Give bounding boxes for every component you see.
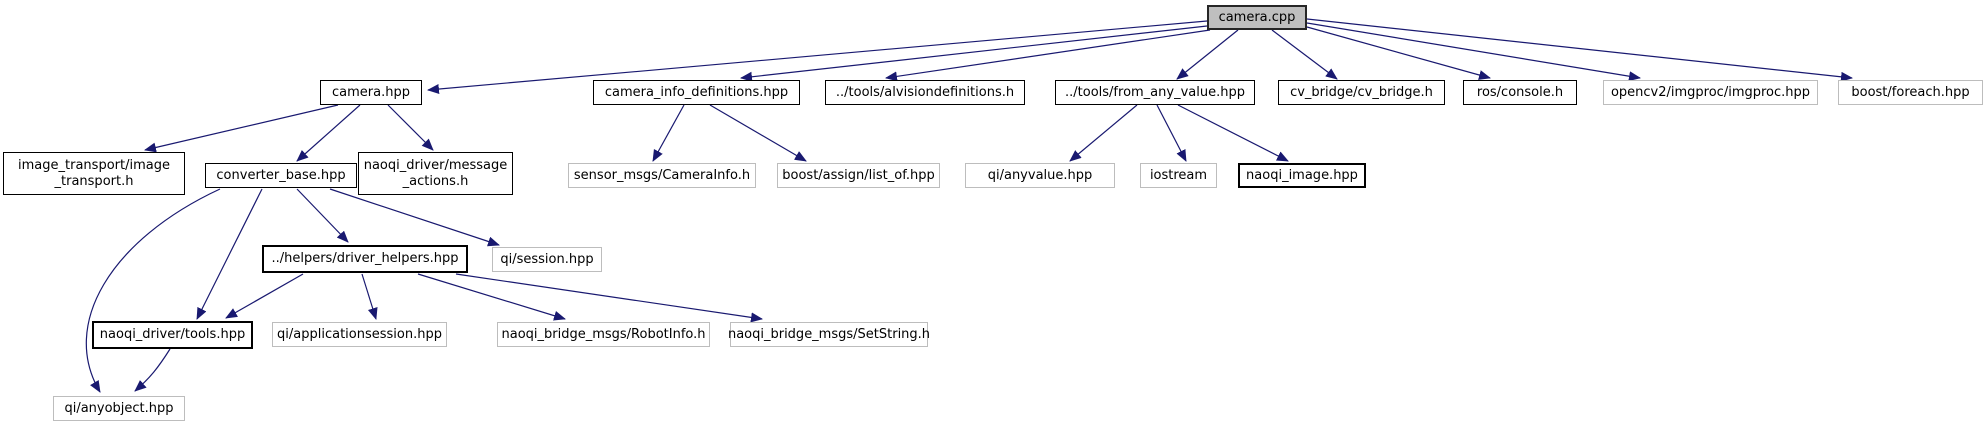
node-label: iostream: [1149, 167, 1208, 183]
node-label: qi/applicationsession.hpp: [277, 326, 442, 342]
node-label: qi/anyobject.hpp: [64, 400, 174, 416]
edge-camera_cpp-to-ros_console: [1306, 26, 1491, 80]
node-label: camera.hpp: [332, 84, 410, 100]
edge-driver_helpers-to-setstring: [455, 273, 763, 323]
node-label: naoqi_image.hpp: [1246, 167, 1358, 183]
node-converter_base[interactable]: converter_base.hpp: [205, 163, 357, 188]
node-camera_info_definitions[interactable]: camera_info_definitions.hpp: [593, 80, 800, 105]
edge-camera_cpp-to-from_any_value: [1176, 29, 1239, 80]
edge-converter_base-to-naoqi_tools: [196, 188, 263, 320]
node-label: _actions.h: [402, 173, 469, 189]
node-label: naoqi_bridge_msgs/RobotInfo.h: [501, 326, 706, 342]
node-label: naoqi_driver/message: [363, 157, 508, 173]
node-label: ../tools/alvisiondefinitions.h: [835, 84, 1015, 100]
edge-from_any_value-to-naoqi_image: [1177, 104, 1289, 162]
edge-camera_cpp-to-camera_hpp: [427, 20, 1208, 95]
node-label: camera.cpp: [1218, 9, 1296, 25]
edge-from_any_value-to-iostream: [1156, 104, 1187, 162]
node-label: sensor_msgs/CameraInfo.h: [573, 167, 751, 183]
edge-driver_helpers-to-naoqi_tools: [225, 273, 304, 319]
node-label: camera_info_definitions.hpp: [604, 84, 789, 100]
edge-driver_helpers-to-robotinfo: [417, 273, 566, 321]
node-camera_cpp: camera.cpp: [1207, 5, 1307, 30]
edge-from_any_value-to-qi_anyvalue: [1069, 104, 1138, 162]
node-label: boost/foreach.hpp: [1851, 84, 1970, 100]
node-label: naoqi_bridge_msgs/SetString.h: [727, 326, 931, 342]
node-naoqi_tools[interactable]: naoqi_driver/tools.hpp: [92, 321, 253, 349]
node-from_any_value[interactable]: ../tools/from_any_value.hpp: [1055, 80, 1255, 105]
node-alvisiondefinitions[interactable]: ../tools/alvisiondefinitions.h: [825, 80, 1025, 105]
edge-camera_cpp-to-opencv2_imgproc: [1306, 22, 1641, 82]
edge-naoqi_tools-to-qi_anyobject: [134, 348, 171, 392]
edge-camera_hpp-to-message_actions: [387, 104, 434, 151]
node-label: converter_base.hpp: [216, 167, 346, 183]
node-robotinfo: naoqi_bridge_msgs/RobotInfo.h: [497, 322, 710, 347]
node-boost_foreach: boost/foreach.hpp: [1838, 80, 1983, 105]
edge-driver_helpers-to-qi_applicationsession: [361, 273, 378, 320]
node-label: ../helpers/driver_helpers.hpp: [271, 251, 459, 266]
edge-converter_base-to-qi_anyobject: [85, 188, 221, 393]
node-label: naoqi_driver/tools.hpp: [99, 327, 246, 342]
node-image_transport[interactable]: image_transport/image_transport.h: [3, 152, 185, 195]
edge-camera_cpp-to-alvisiondefinitions: [885, 29, 1211, 82]
node-label: image_transport/image: [18, 157, 170, 173]
node-ros_console[interactable]: ros/console.h: [1463, 80, 1577, 105]
node-label: ros/console.h: [1476, 84, 1564, 100]
edge-camera_cpp-to-camera_info_definitions: [740, 25, 1208, 82]
edge-camera_cpp-to-boost_foreach: [1306, 18, 1853, 82]
node-qi_anyvalue: qi/anyvalue.hpp: [965, 163, 1115, 188]
edge-camera_info_definitions-to-sensor_msgs_camerainfo: [652, 104, 685, 162]
node-qi_applicationsession: qi/applicationsession.hpp: [272, 322, 447, 347]
node-camera_hpp[interactable]: camera.hpp: [320, 80, 422, 105]
node-qi_session: qi/session.hpp: [492, 247, 602, 272]
edge-converter_base-to-qi_session: [329, 188, 500, 247]
node-label: _transport.h: [54, 173, 134, 189]
node-boost_assign_list_of: boost/assign/list_of.hpp: [777, 163, 940, 188]
node-iostream: iostream: [1140, 163, 1217, 188]
node-opencv2_imgproc: opencv2/imgproc/imgproc.hpp: [1603, 80, 1818, 105]
node-label: ../tools/from_any_value.hpp: [1065, 84, 1245, 100]
node-cv_bridge[interactable]: cv_bridge/cv_bridge.h: [1278, 80, 1445, 105]
node-label: opencv2/imgproc/imgproc.hpp: [1610, 84, 1811, 100]
edge-camera_cpp-to-cv_bridge: [1271, 29, 1338, 80]
edge-camera_info_definitions-to-boost_assign_list_of: [709, 104, 807, 162]
node-qi_anyobject: qi/anyobject.hpp: [53, 396, 185, 421]
node-setstring: naoqi_bridge_msgs/SetString.h: [727, 322, 931, 347]
edge-camera_hpp-to-image_transport: [144, 104, 339, 153]
node-label: boost/assign/list_of.hpp: [782, 167, 935, 183]
node-sensor_msgs_camerainfo: sensor_msgs/CameraInfo.h: [568, 163, 756, 188]
node-label: cv_bridge/cv_bridge.h: [1290, 84, 1433, 100]
node-label: qi/session.hpp: [500, 251, 594, 267]
node-driver_helpers[interactable]: ../helpers/driver_helpers.hpp: [262, 245, 468, 273]
edge-camera_hpp-to-converter_base: [296, 104, 361, 162]
node-label: qi/anyvalue.hpp: [987, 167, 1093, 183]
node-message_actions[interactable]: naoqi_driver/message_actions.h: [358, 152, 513, 195]
edge-converter_base-to-driver_helpers: [296, 188, 349, 243]
node-naoqi_image[interactable]: naoqi_image.hpp: [1238, 163, 1366, 188]
